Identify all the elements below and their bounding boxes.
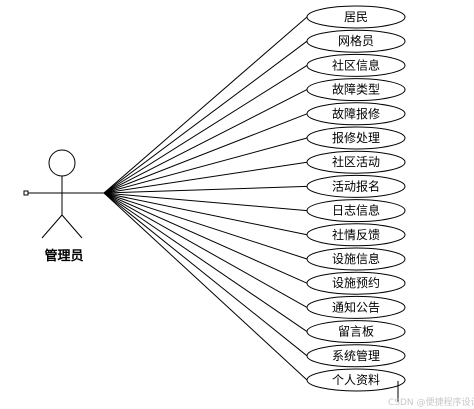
use-case-label: 社区活动 [332,154,380,169]
use-case-label: 报修处理 [332,130,380,145]
use-case: 社区活动 [306,150,406,174]
use-case: 活动报名 [306,174,406,198]
use-case-label: 设施信息 [332,251,380,266]
association-line [103,192,308,260]
use-case-label: 设施预约 [332,275,380,290]
use-case: 故障报修 [306,102,406,126]
actor-figure [23,149,104,239]
use-case-ellipse [306,53,406,77]
association-line [103,161,308,194]
use-case: 留言板 [306,320,406,344]
use-case: 故障类型 [306,78,406,102]
use-case-label: 社情反馈 [332,227,380,242]
actor-right-leg [61,214,83,239]
use-case-ellipse [306,126,406,150]
use-case-ellipse [306,295,406,319]
use-case-ellipse [306,271,406,295]
association-line [103,192,308,333]
use-case-ellipse [306,223,406,247]
use-case-label: 活动报名 [332,178,380,193]
association-line [103,192,308,381]
association-line [103,113,308,194]
association-line [103,192,308,284]
association-line [103,192,308,357]
actor-left-leg [41,214,63,239]
use-case-label: 网格员 [338,33,374,48]
association-line [103,64,308,194]
use-case: 报修处理 [306,126,406,150]
association-line [103,192,308,212]
use-case: 网格员 [306,29,406,53]
use-case: 通知公告 [306,295,406,319]
use-case-list: 居民网格员社区信息故障类型故障报修报修处理社区活动活动报名日志信息社情反馈设施信… [306,5,406,392]
use-case-ellipse [306,102,406,126]
use-case: 设施预约 [306,271,406,295]
use-case: 设施信息 [306,247,406,271]
association-line [103,192,308,236]
association-line [103,192,308,308]
association-lines [103,16,308,381]
use-case-label: 系统管理 [332,348,380,363]
use-case-label: 居民 [344,10,368,24]
use-case: 居民 [306,5,406,29]
use-case-label: 故障类型 [332,82,380,97]
use-case-label: 留言板 [338,325,374,339]
use-case: 社情反馈 [306,223,406,247]
association-line [103,40,308,194]
use-case-ellipse [306,368,406,392]
association-line [103,185,308,194]
use-case-ellipse [306,344,406,368]
use-case-label: 通知公告 [332,300,380,314]
use-case: 系统管理 [306,344,406,368]
use-case-ellipse [306,150,406,174]
use-case-label: 故障报修 [332,106,380,121]
use-case-ellipse [306,78,406,102]
use-case-ellipse [306,5,406,29]
use-case-ellipse [306,247,406,271]
association-line [103,137,308,194]
watermark: CSDN @便捷程序设计 [388,396,474,408]
actor-arm-end-marker [23,190,29,196]
use-case: 社区信息 [306,53,406,77]
use-case-label: 日志信息 [332,203,380,218]
use-case-label: 个人资料 [332,373,380,387]
use-case-label: 社区信息 [332,57,380,72]
use-case-ellipse [306,320,406,344]
association-line [103,16,308,194]
use-case: 日志信息 [306,199,406,223]
use-case-ellipse [306,29,406,53]
use-case-ellipse [306,199,406,223]
actor-head [48,149,76,177]
actor-label: 管理员 [44,248,83,264]
use-case: 个人资料 [306,368,406,392]
use-case-ellipse [306,174,406,198]
association-line [103,89,308,194]
